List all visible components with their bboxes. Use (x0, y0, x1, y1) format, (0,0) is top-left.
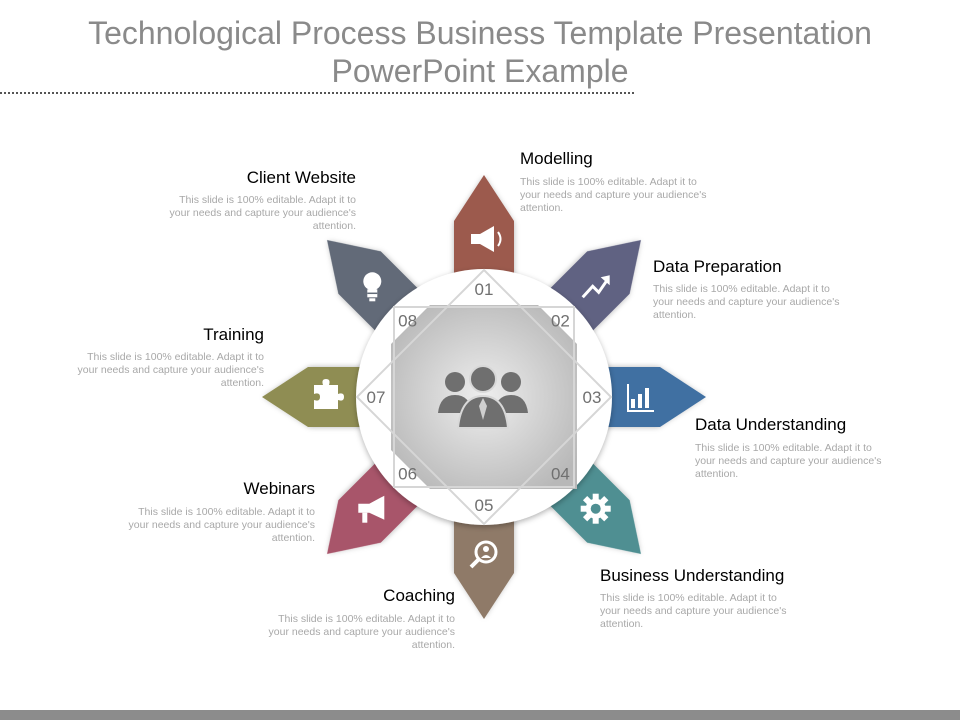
bar-chart-icon (627, 384, 654, 412)
step-06-heading: Webinars (243, 479, 316, 498)
step-01-pointer (454, 175, 514, 287)
step-05-heading: Coaching (383, 586, 455, 605)
step-08-description: This slide is 100% editable. Adapt it to… (169, 194, 356, 232)
bullhorn-icon (358, 495, 385, 523)
step-06-number: 06 (398, 464, 417, 483)
step-07-number: 07 (367, 388, 386, 407)
step-04-number: 04 (551, 464, 570, 483)
step-01-description: This slide is 100% editable. Adapt it to… (520, 176, 707, 214)
step-08-heading: Client Website (246, 168, 356, 187)
step-06-description: This slide is 100% editable. Adapt it to… (128, 506, 315, 544)
step-02-heading: Data Preparation (653, 257, 782, 276)
gear-icon (580, 493, 611, 524)
step-04-heading: Business Understanding (600, 566, 785, 585)
step-02-description: This slide is 100% editable. Adapt it to… (653, 283, 840, 321)
slide-title: Technological Process Business Template … (88, 15, 872, 89)
step-07-description: This slide is 100% editable. Adapt it to… (77, 351, 264, 389)
diamond-outline (355, 268, 613, 526)
step-01-number: 01 (475, 280, 494, 299)
step-03-pointer (594, 367, 706, 427)
footer-bar (0, 710, 960, 720)
magnifier-person-icon (469, 540, 498, 569)
step-03-heading: Data Understanding (695, 415, 847, 434)
step-07-pointer (262, 367, 374, 427)
step-05-number: 05 (475, 496, 494, 515)
step-03-description: This slide is 100% editable. Adapt it to… (695, 442, 882, 480)
step-04-description: This slide is 100% editable. Adapt it to… (600, 592, 787, 630)
step-01-heading: Modelling (520, 149, 593, 168)
megaphone-icon (471, 226, 502, 252)
step-05-description: This slide is 100% editable. Adapt it to… (268, 613, 455, 651)
title-divider (0, 92, 634, 94)
rising-chart-arrow-icon (581, 275, 610, 299)
step-03-number: 03 (583, 388, 602, 407)
step-08-number: 08 (398, 312, 417, 331)
square-outline (393, 306, 575, 488)
step-07-heading: Training (203, 325, 264, 344)
step-02-number: 02 (551, 312, 570, 331)
group-of-people-icon (438, 365, 528, 429)
puzzle-piece-icon (314, 379, 344, 409)
light-bulb-icon (363, 272, 382, 302)
